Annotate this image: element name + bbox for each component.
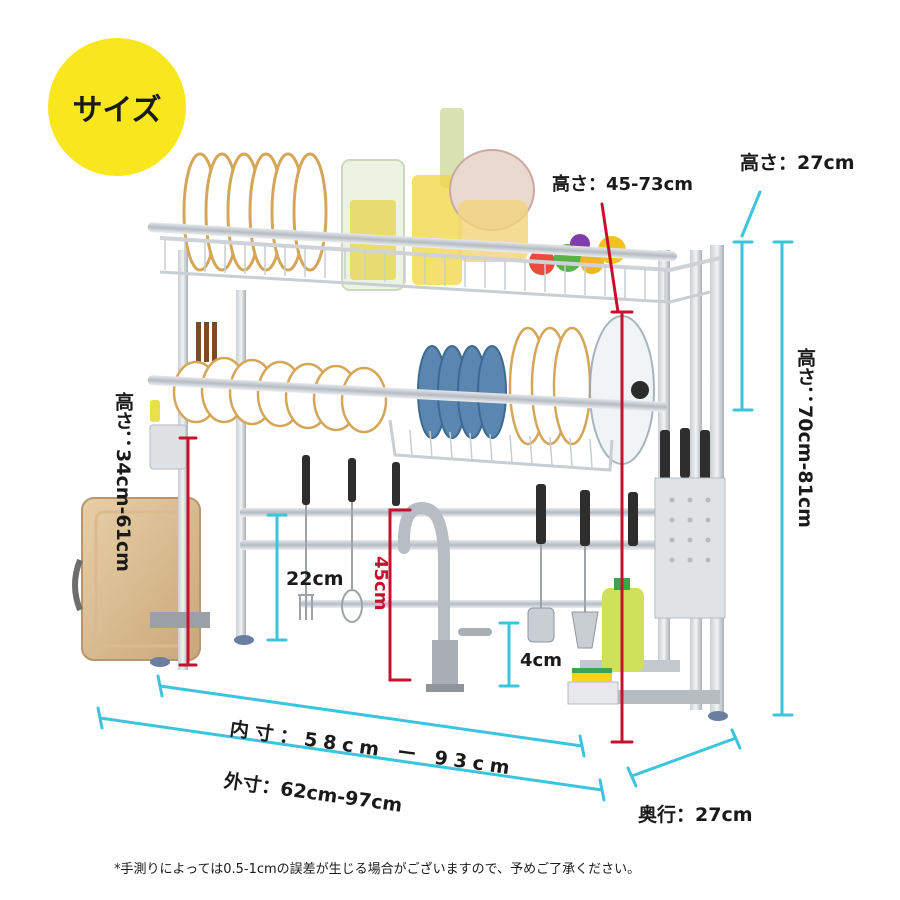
label-height-top: 高さ：27cm: [740, 152, 855, 174]
label-height-total: 高さ：70cm-81cm: [794, 348, 816, 528]
label-hook-gap: 4cm: [520, 650, 562, 671]
lower-shelf: [147, 315, 668, 472]
label-height-rack-span: 高さ：45-73cm: [552, 174, 693, 195]
footnote: *手測りによっては0.5-1cmの誤差が生じる場合がございますので、予めご了承く…: [114, 862, 641, 877]
label-inner-gap: 22cm: [286, 568, 344, 590]
dimension-lines: [96, 190, 794, 802]
label-height-lower: 高さ：34cm-61cm: [112, 392, 134, 572]
size-badge: サイズ: [48, 38, 186, 176]
faucet-icon: [398, 501, 492, 692]
hanging-utensils: [298, 455, 638, 649]
knife-holder-icon: [654, 428, 726, 619]
top-shelf: [147, 108, 721, 304]
label-depth: 奥行：27cm: [638, 804, 753, 826]
size-badge-text: サイズ: [72, 93, 162, 128]
label-faucet-clearance: 45cm: [370, 556, 391, 611]
